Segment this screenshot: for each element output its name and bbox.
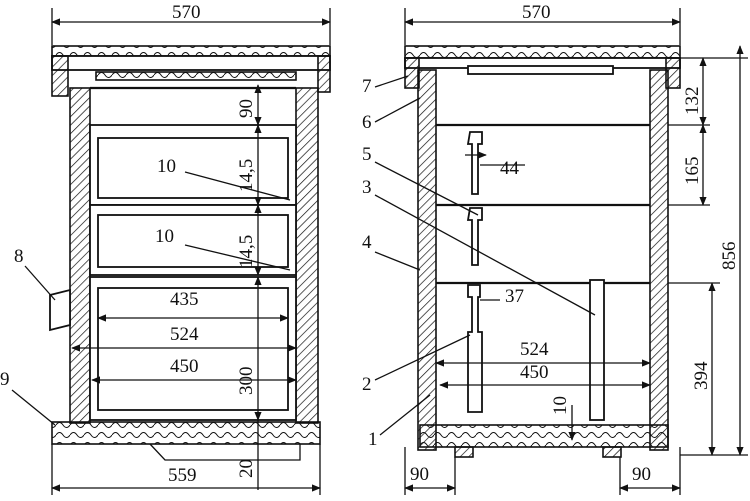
dim-435: 435 — [170, 289, 199, 310]
callout-7: 7 — [362, 76, 372, 97]
divider-board — [589, 279, 605, 421]
dim-90-left: 90 — [236, 99, 257, 118]
callout-3: 3 — [362, 177, 372, 198]
dim-132: 132 — [682, 87, 703, 116]
dim-450-right: 450 — [520, 362, 549, 383]
dim-10-b: 10 — [155, 226, 174, 247]
dim-450-left: 450 — [170, 356, 199, 377]
right-hive-section: 570 44 37 524 450 10 — [362, 2, 748, 495]
dim-570-right: 570 — [522, 2, 551, 23]
dim-14-5-a: 14,5 — [236, 159, 257, 192]
dim-14-5-b: 14,5 — [236, 235, 257, 268]
callout-8: 8 — [14, 246, 24, 267]
dim-90-foot-right: 90 — [632, 464, 651, 485]
dim-90-foot-left: 90 — [410, 464, 429, 485]
callout-5: 5 — [362, 144, 372, 165]
roof-top — [51, 45, 331, 57]
dim-44: 44 — [500, 158, 520, 179]
dim-20: 20 — [236, 459, 257, 478]
dim-10-a: 10 — [157, 156, 176, 177]
callout-2: 2 — [362, 374, 372, 395]
right-wall — [295, 87, 319, 424]
right-view-right-wall — [649, 69, 669, 451]
dim-394: 394 — [691, 361, 712, 390]
callout-6: 6 — [362, 112, 372, 133]
dim-856: 856 — [719, 242, 740, 271]
callout-4: 4 — [362, 232, 372, 253]
dim-165: 165 — [682, 157, 703, 186]
dim-524-right: 524 — [520, 339, 549, 360]
callout-9: 9 — [0, 369, 10, 390]
dim-10-right: 10 — [550, 396, 571, 415]
dim-37: 37 — [505, 286, 524, 307]
dim-300: 300 — [236, 367, 257, 396]
bottom-board-right — [419, 424, 669, 448]
left-hive-section: 570 90 14,5 14,5 300 20 10 — [0, 2, 331, 495]
callout-1: 1 — [368, 429, 378, 450]
dim-570-left: 570 — [172, 2, 201, 23]
roof-top-right — [404, 45, 681, 59]
dim-559: 559 — [168, 465, 197, 486]
dim-524-left: 524 — [170, 324, 199, 345]
left-wall — [69, 87, 91, 424]
inner-cover — [95, 71, 297, 81]
bottom-board — [51, 421, 321, 445]
right-view-left-wall — [417, 69, 437, 451]
